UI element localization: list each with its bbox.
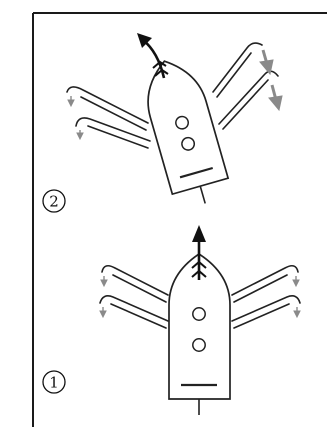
- step-number: 1: [49, 374, 59, 392]
- arrow-down-icon: [67, 99, 75, 108]
- seat-circle: [181, 136, 196, 151]
- oar-stroke-arrows-step-1: [99, 276, 301, 319]
- left-oar-stroke-arrows-step-2: [67, 96, 84, 141]
- heading-arrow-step-2: [137, 33, 169, 79]
- left-lower-oar: [99, 295, 169, 329]
- step-number-circle: [42, 370, 66, 394]
- boat-hull: [147, 60, 230, 196]
- arrow-down-icon: [293, 310, 301, 319]
- arrow-down-icon: [292, 279, 300, 288]
- right-oar-stroke-arrows-step-2: [259, 49, 283, 112]
- step-number: 2: [49, 193, 59, 211]
- boat-step-1: [168, 252, 231, 415]
- seat-circle: [175, 115, 189, 130]
- arrow-down-icon: [268, 95, 283, 112]
- arrow-up-icon: [192, 225, 206, 242]
- step-2-scene: 2: [42, 33, 283, 213]
- right-lower-oar: [218, 70, 279, 130]
- chevron-icon: [191, 260, 207, 269]
- step-1-scene: 1: [42, 225, 301, 415]
- step-1-label: 1: [42, 370, 66, 394]
- right-upper-oar: [212, 42, 263, 98]
- chevron-icon: [154, 68, 169, 77]
- step-1-oars: [99, 264, 301, 329]
- transom-line: [179, 166, 214, 179]
- step-2-label: 2: [42, 189, 66, 213]
- heading-arrow-step-1: [191, 225, 207, 280]
- arrow-down-icon: [259, 59, 274, 76]
- arrow-down-icon: [99, 310, 107, 319]
- step-number-circle: [42, 189, 66, 213]
- seat-circle: [192, 307, 206, 321]
- seat-circle: [192, 338, 206, 352]
- arrow-up-icon: [137, 33, 152, 48]
- right-lower-oar: [231, 295, 301, 329]
- boat-step-2: [147, 60, 230, 204]
- left-lower-oar: [75, 117, 151, 149]
- arrow-down-icon: [76, 132, 84, 141]
- arrow-down-icon: [100, 279, 108, 288]
- rudder-line: [199, 185, 206, 204]
- chevron-icon: [191, 269, 207, 278]
- chevron-icon: [152, 60, 167, 69]
- left-upper-oar: [101, 264, 169, 303]
- right-upper-oar: [231, 264, 299, 303]
- left-upper-oar: [66, 86, 149, 131]
